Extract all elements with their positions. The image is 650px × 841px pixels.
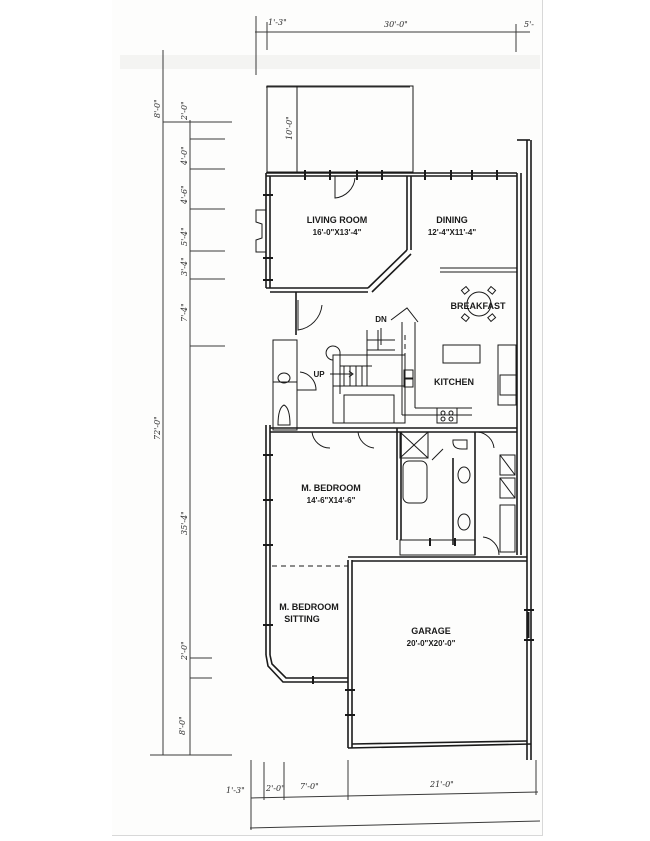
dim-left-inner-3: 4'-6": [180, 185, 189, 205]
living-room-label: LIVING ROOM: [307, 215, 368, 225]
exterior-walls: [255, 139, 532, 760]
living-room-size: 16'-0"X13'-4": [313, 228, 362, 237]
dim-left-outer-2: 72'-0": [153, 416, 162, 440]
sitting-label-line1: M. BEDROOM: [279, 602, 339, 612]
dim-left-inner-1: 2'-0": [180, 101, 189, 121]
dim-left-inner-6: 7'-4": [180, 303, 189, 322]
garage-label: GARAGE: [411, 626, 451, 636]
bottom-dimensions: [249, 760, 541, 830]
master-bedroom-label: M. BEDROOM: [301, 483, 361, 493]
dim-bottom-2: 2'-0": [265, 784, 285, 793]
stairs: [325, 307, 419, 394]
left-dimensions: [150, 50, 232, 756]
garage-size: 20'-0"X20'-0": [407, 639, 456, 648]
dim-bottom-1: 1'-3": [226, 786, 245, 795]
fixtures: [277, 285, 497, 426]
sitting-label-line2: SITTING: [284, 614, 320, 624]
dim-left-inner-4: 5'-4": [180, 227, 189, 246]
dining-size: 12'-4"X11'-4": [428, 228, 477, 237]
dim-left-outer-3: 8'-0": [178, 716, 187, 735]
kitchen-label: KITCHEN: [434, 377, 474, 387]
doors: [297, 176, 500, 556]
dim-left-outer-1: 8'-0": [153, 99, 162, 118]
top-dimension: [255, 16, 530, 88]
stair-down-label: DN: [375, 315, 387, 324]
plan-sheet: [112, 0, 543, 836]
dim-left-inner-5: 3'-4": [180, 257, 189, 276]
interior-walls: [266, 176, 517, 567]
patio: [266, 85, 414, 173]
dim-bottom-4: 21'-0": [429, 780, 454, 789]
dim-top-3: 5'-: [524, 20, 534, 29]
dim-top-1: 1'-3": [268, 18, 287, 27]
dim-bottom-3: 7'-0": [300, 782, 319, 791]
stair-up-label: UP: [313, 370, 325, 379]
dining-label: DINING: [436, 215, 468, 225]
patio-dimension: 10'-0": [285, 116, 294, 140]
dim-left-inner-2: 4'-0": [180, 146, 189, 166]
windows: [263, 170, 534, 716]
dim-left-inner-8: 2'-0": [180, 641, 189, 661]
dim-left-inner-7: 35'-4": [180, 511, 189, 535]
master-bedroom-size: 14'-6"X14'-6": [307, 496, 356, 505]
breakfast-label: BREAKFAST: [450, 301, 506, 311]
dim-top-2: 30'-0": [384, 20, 408, 29]
